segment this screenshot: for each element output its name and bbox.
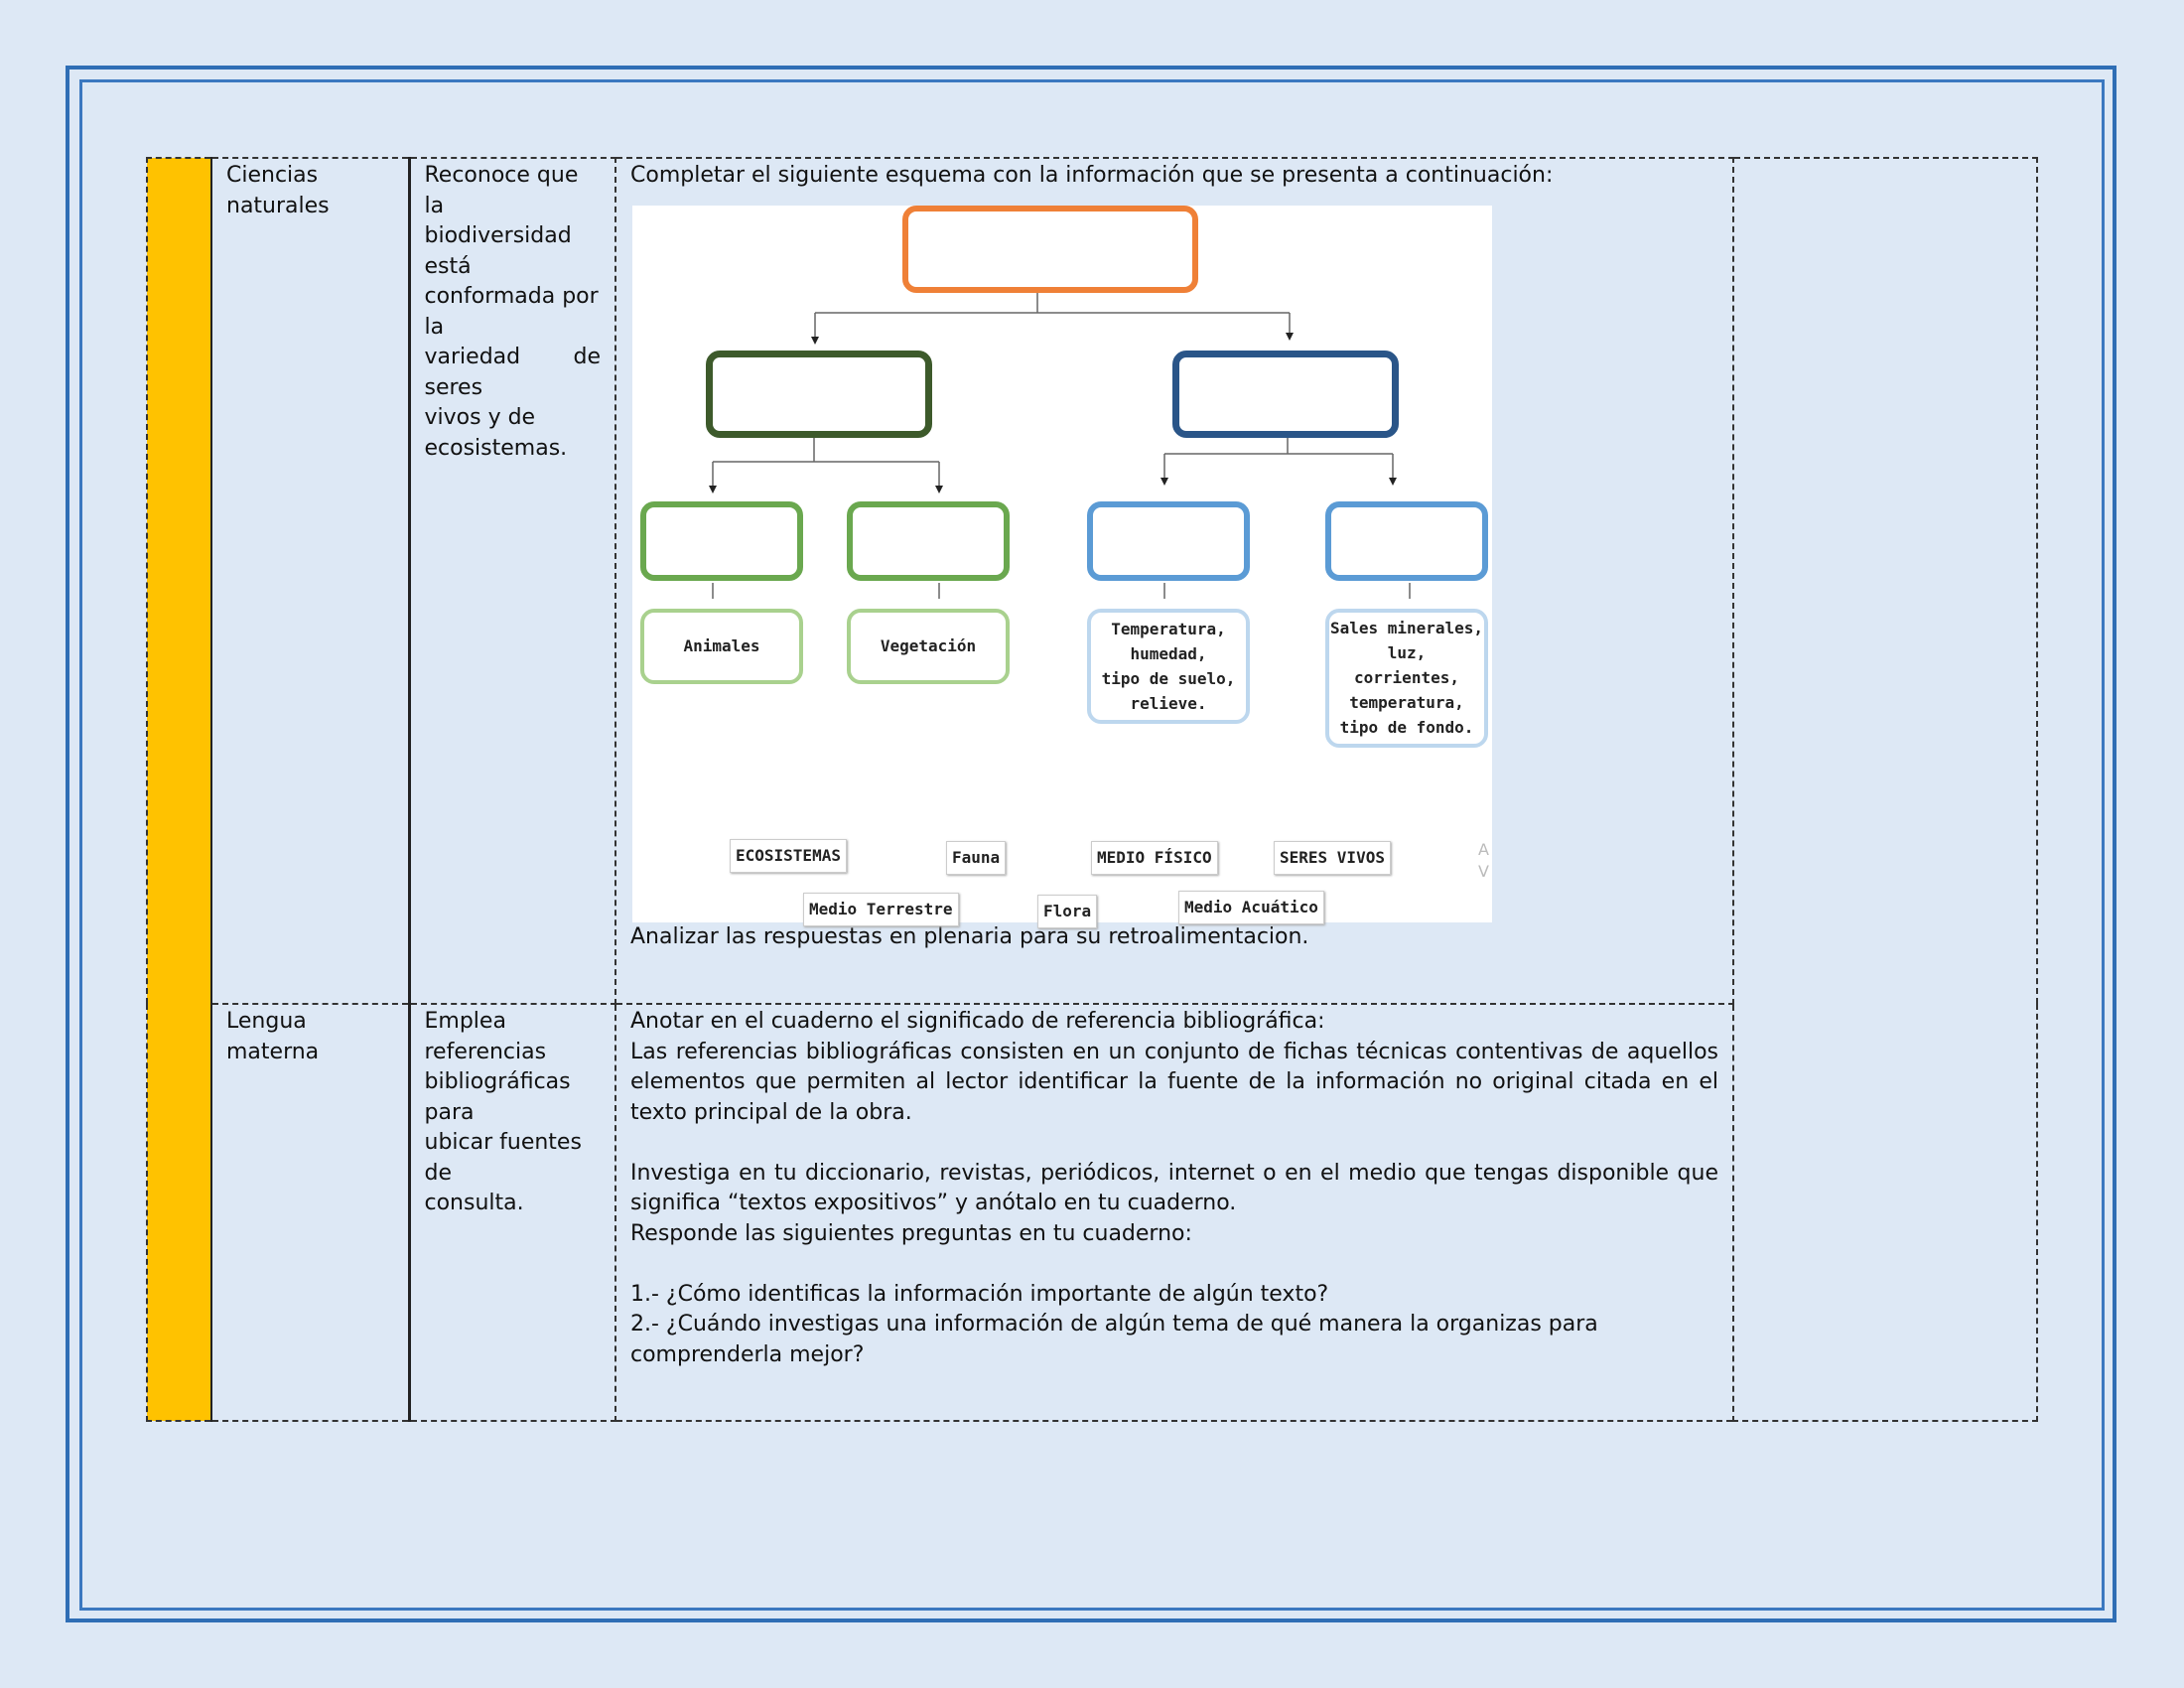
subject-text: Ciencias: [226, 163, 319, 188]
accent-column: [146, 157, 212, 1422]
leaf-text: luz,: [1387, 643, 1427, 662]
notes-cell: [1732, 157, 2038, 1422]
watermark-text: A V: [1478, 839, 1489, 883]
activity-outro: Analizar las respuestas en plenaria para…: [630, 923, 1309, 949]
leaf-text: tipo de suelo,: [1101, 668, 1236, 688]
subject-cell: Lengua materna: [210, 1003, 411, 1422]
objective-text: la: [424, 314, 445, 340]
leaf-text: Sales minerales,: [1329, 619, 1484, 637]
activity-paragraph: Responde las siguientes preguntas en tu …: [630, 1220, 1192, 1246]
word-bank-tag[interactable]: Medio Acuático: [1178, 890, 1324, 924]
objective-text: bibliográficas: [424, 1069, 571, 1094]
leaf-text: corrientes,: [1354, 668, 1459, 687]
page-border-outer: [66, 66, 2116, 1622]
objective-text: ecosistemas.: [424, 435, 568, 461]
concept-box-level3-2[interactable]: [847, 500, 1010, 581]
objective-text: biodiversidad: [424, 223, 572, 248]
objective-text: vivos y de: [424, 405, 536, 430]
concept-box-level2-right[interactable]: [1172, 350, 1399, 438]
activity-cell: Anotar en el cuaderno el significado de …: [614, 1003, 1734, 1422]
subject-text: naturales: [226, 193, 330, 218]
page-border-inner: [79, 79, 2105, 1611]
leaf-text: humedad,: [1130, 643, 1207, 663]
activity-cell: Completar el siguiente esquema con la in…: [614, 157, 1734, 1005]
leaf-text: Animales: [683, 636, 760, 655]
leaf-box-vegetacion: Vegetación: [847, 608, 1010, 684]
paragraph-gap: [630, 1249, 1718, 1280]
concept-box-level2-left[interactable]: [706, 350, 932, 438]
subject-cell: Ciencias naturales: [210, 157, 411, 1005]
activity-paragraph: Investiga en tu diccionario, revistas, p…: [630, 1160, 1718, 1216]
objective-text: de: [424, 1160, 453, 1186]
concept-box-level3-4[interactable]: [1325, 500, 1488, 581]
concept-box-root[interactable]: [902, 205, 1198, 293]
activity-question: 1.- ¿Cómo identificas la información imp…: [630, 1281, 1329, 1307]
word-bank-tag[interactable]: Flora: [1037, 894, 1098, 928]
leaf-box-medio-acuatico-factors: Sales minerales, luz, corrientes, temper…: [1325, 608, 1488, 748]
objective-text: conformada por: [424, 284, 599, 309]
leaf-text: Vegetación: [880, 636, 977, 655]
word-bank-tag[interactable]: ECOSISTEMAS: [730, 838, 847, 873]
objective-text: Emplea: [424, 1009, 506, 1034]
objective-text: consulta.: [424, 1191, 524, 1215]
watermark-letter: A: [1478, 839, 1489, 859]
activity-question: 2.- ¿Cuándo investigas una información d…: [630, 1312, 1598, 1367]
objective-text: seres: [424, 374, 483, 400]
objective-cell: Reconoce que la biodiversidad está confo…: [408, 157, 616, 1005]
objective-cell: Emplea referencias bibliográficas para u…: [408, 1003, 616, 1422]
objective-text: para: [424, 1099, 475, 1125]
leaf-text: temperatura,: [1349, 693, 1464, 712]
word-bank-tag[interactable]: Fauna: [946, 840, 1007, 875]
objective-text: Reconoce que la: [424, 163, 579, 218]
table-row: Ciencias naturales Reconoce que la biodi…: [146, 157, 2038, 1422]
table-row: Lengua materna Emplea referencias biblio…: [147, 1003, 2037, 1422]
watermark-letter: V: [1478, 861, 1489, 881]
word-bank-tag[interactable]: Medio Terrestre: [803, 892, 959, 926]
word-bank-tag[interactable]: MEDIO FÍSICO: [1091, 840, 1218, 875]
leaf-text: Temperatura,: [1111, 619, 1226, 638]
concept-box-level3-3[interactable]: [1087, 500, 1250, 581]
subject-text: Lengua: [226, 1009, 307, 1034]
concept-box-level3-1[interactable]: [640, 500, 803, 581]
concept-map: Animales Vegetación Temperatura, humedad…: [632, 205, 1492, 928]
objective-text: ubicar fuentes: [424, 1130, 582, 1155]
subject-text: materna: [226, 1039, 320, 1064]
concept-map-connectors: [709, 292, 1411, 599]
activity-intro: Completar el siguiente esquema con la in…: [630, 163, 1554, 188]
leaf-text: relieve.: [1130, 693, 1207, 713]
objective-text: referencias: [424, 1039, 547, 1064]
leaf-box-medio-terrestre-factors: Temperatura, humedad, tipo de suelo, rel…: [1087, 608, 1250, 724]
objective-text: variedad de: [424, 345, 602, 369]
leaf-box-animales: Animales: [640, 608, 803, 684]
leaf-text: tipo de fondo.: [1339, 718, 1474, 737]
word-bank-tag[interactable]: SERES VIVOS: [1274, 840, 1391, 875]
activity-paragraph: Anotar en el cuaderno el significado de …: [630, 1009, 1325, 1034]
objective-text: está: [424, 253, 472, 279]
activity-paragraph: Las referencias bibliográficas consisten…: [630, 1039, 1718, 1125]
lesson-plan-table: Ciencias naturales Reconoce que la biodi…: [146, 157, 2038, 1422]
paragraph-gap: [630, 1128, 1718, 1159]
